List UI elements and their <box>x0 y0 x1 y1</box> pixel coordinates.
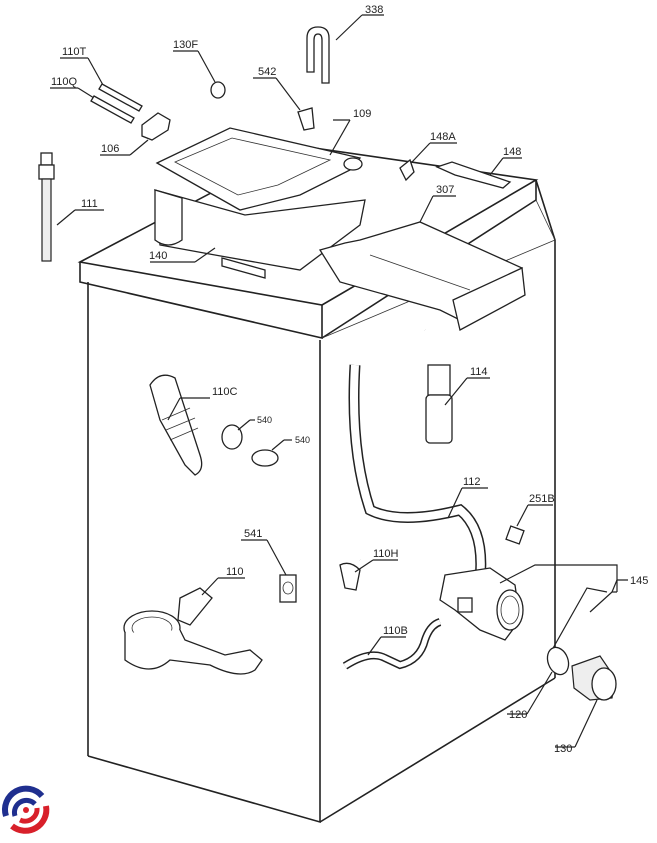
label-114: 114 <box>470 366 488 378</box>
part-110[interactable] <box>123 577 263 675</box>
part-148[interactable] <box>435 157 522 189</box>
label-541: 541 <box>244 528 262 540</box>
label-109: 109 <box>353 108 371 120</box>
label-130: 130 <box>554 743 572 755</box>
part-114[interactable] <box>425 364 490 444</box>
part-140[interactable] <box>150 189 366 279</box>
brand-logo <box>2 785 50 834</box>
label-540a: 540 <box>257 415 272 425</box>
part-110T[interactable] <box>60 57 143 112</box>
part-130[interactable] <box>555 655 617 748</box>
part-120[interactable] <box>507 644 572 715</box>
label-120: 120 <box>509 709 527 721</box>
part-110Q[interactable] <box>50 87 135 124</box>
part-251B[interactable] <box>505 504 553 545</box>
cabinet-side-bottom <box>319 677 556 823</box>
part-130F[interactable] <box>173 50 226 99</box>
part-111[interactable] <box>38 152 104 262</box>
label-140: 140 <box>149 250 167 262</box>
label-110: 110 <box>226 566 244 578</box>
label-148A: 148A <box>430 131 456 143</box>
part-145[interactable] <box>439 564 628 651</box>
label-110B: 110B <box>383 625 408 637</box>
part-338[interactable] <box>306 14 384 84</box>
part-109[interactable] <box>155 119 363 211</box>
label-110H: 110H <box>373 548 399 560</box>
part-542[interactable] <box>253 77 315 131</box>
label-106: 106 <box>101 143 119 155</box>
part-110C[interactable] <box>149 374 210 476</box>
label-251B: 251B <box>529 493 555 505</box>
label-110Q: 110Q <box>51 76 78 88</box>
part-112[interactable] <box>329 314 489 581</box>
cabinet-side-right <box>535 179 556 678</box>
label-111: 111 <box>81 198 98 210</box>
part-110B[interactable] <box>342 618 442 670</box>
part-307[interactable] <box>318 195 526 331</box>
label-130F: 130F <box>173 39 198 51</box>
label-307: 307 <box>436 184 454 196</box>
part-labels: 338 110T 130F 542 110Q 109 148A 148 106 … <box>51 4 648 755</box>
label-540b: 540 <box>295 435 310 445</box>
label-148: 148 <box>503 146 521 158</box>
label-112: 112 <box>463 476 481 488</box>
label-145: 145 <box>630 575 648 587</box>
part-148A[interactable] <box>399 142 457 182</box>
part-540b[interactable] <box>251 439 292 467</box>
part-541[interactable] <box>241 539 297 603</box>
cabinet-bevel <box>535 199 556 241</box>
part-110H[interactable] <box>339 559 398 591</box>
label-542: 542 <box>258 66 276 78</box>
label-338: 338 <box>365 4 383 16</box>
label-110T: 110T <box>62 46 87 58</box>
cabinet-top-front-edge <box>79 262 323 340</box>
part-106[interactable] <box>100 112 171 156</box>
part-540a[interactable] <box>221 419 255 450</box>
label-110C: 110C <box>212 386 238 398</box>
